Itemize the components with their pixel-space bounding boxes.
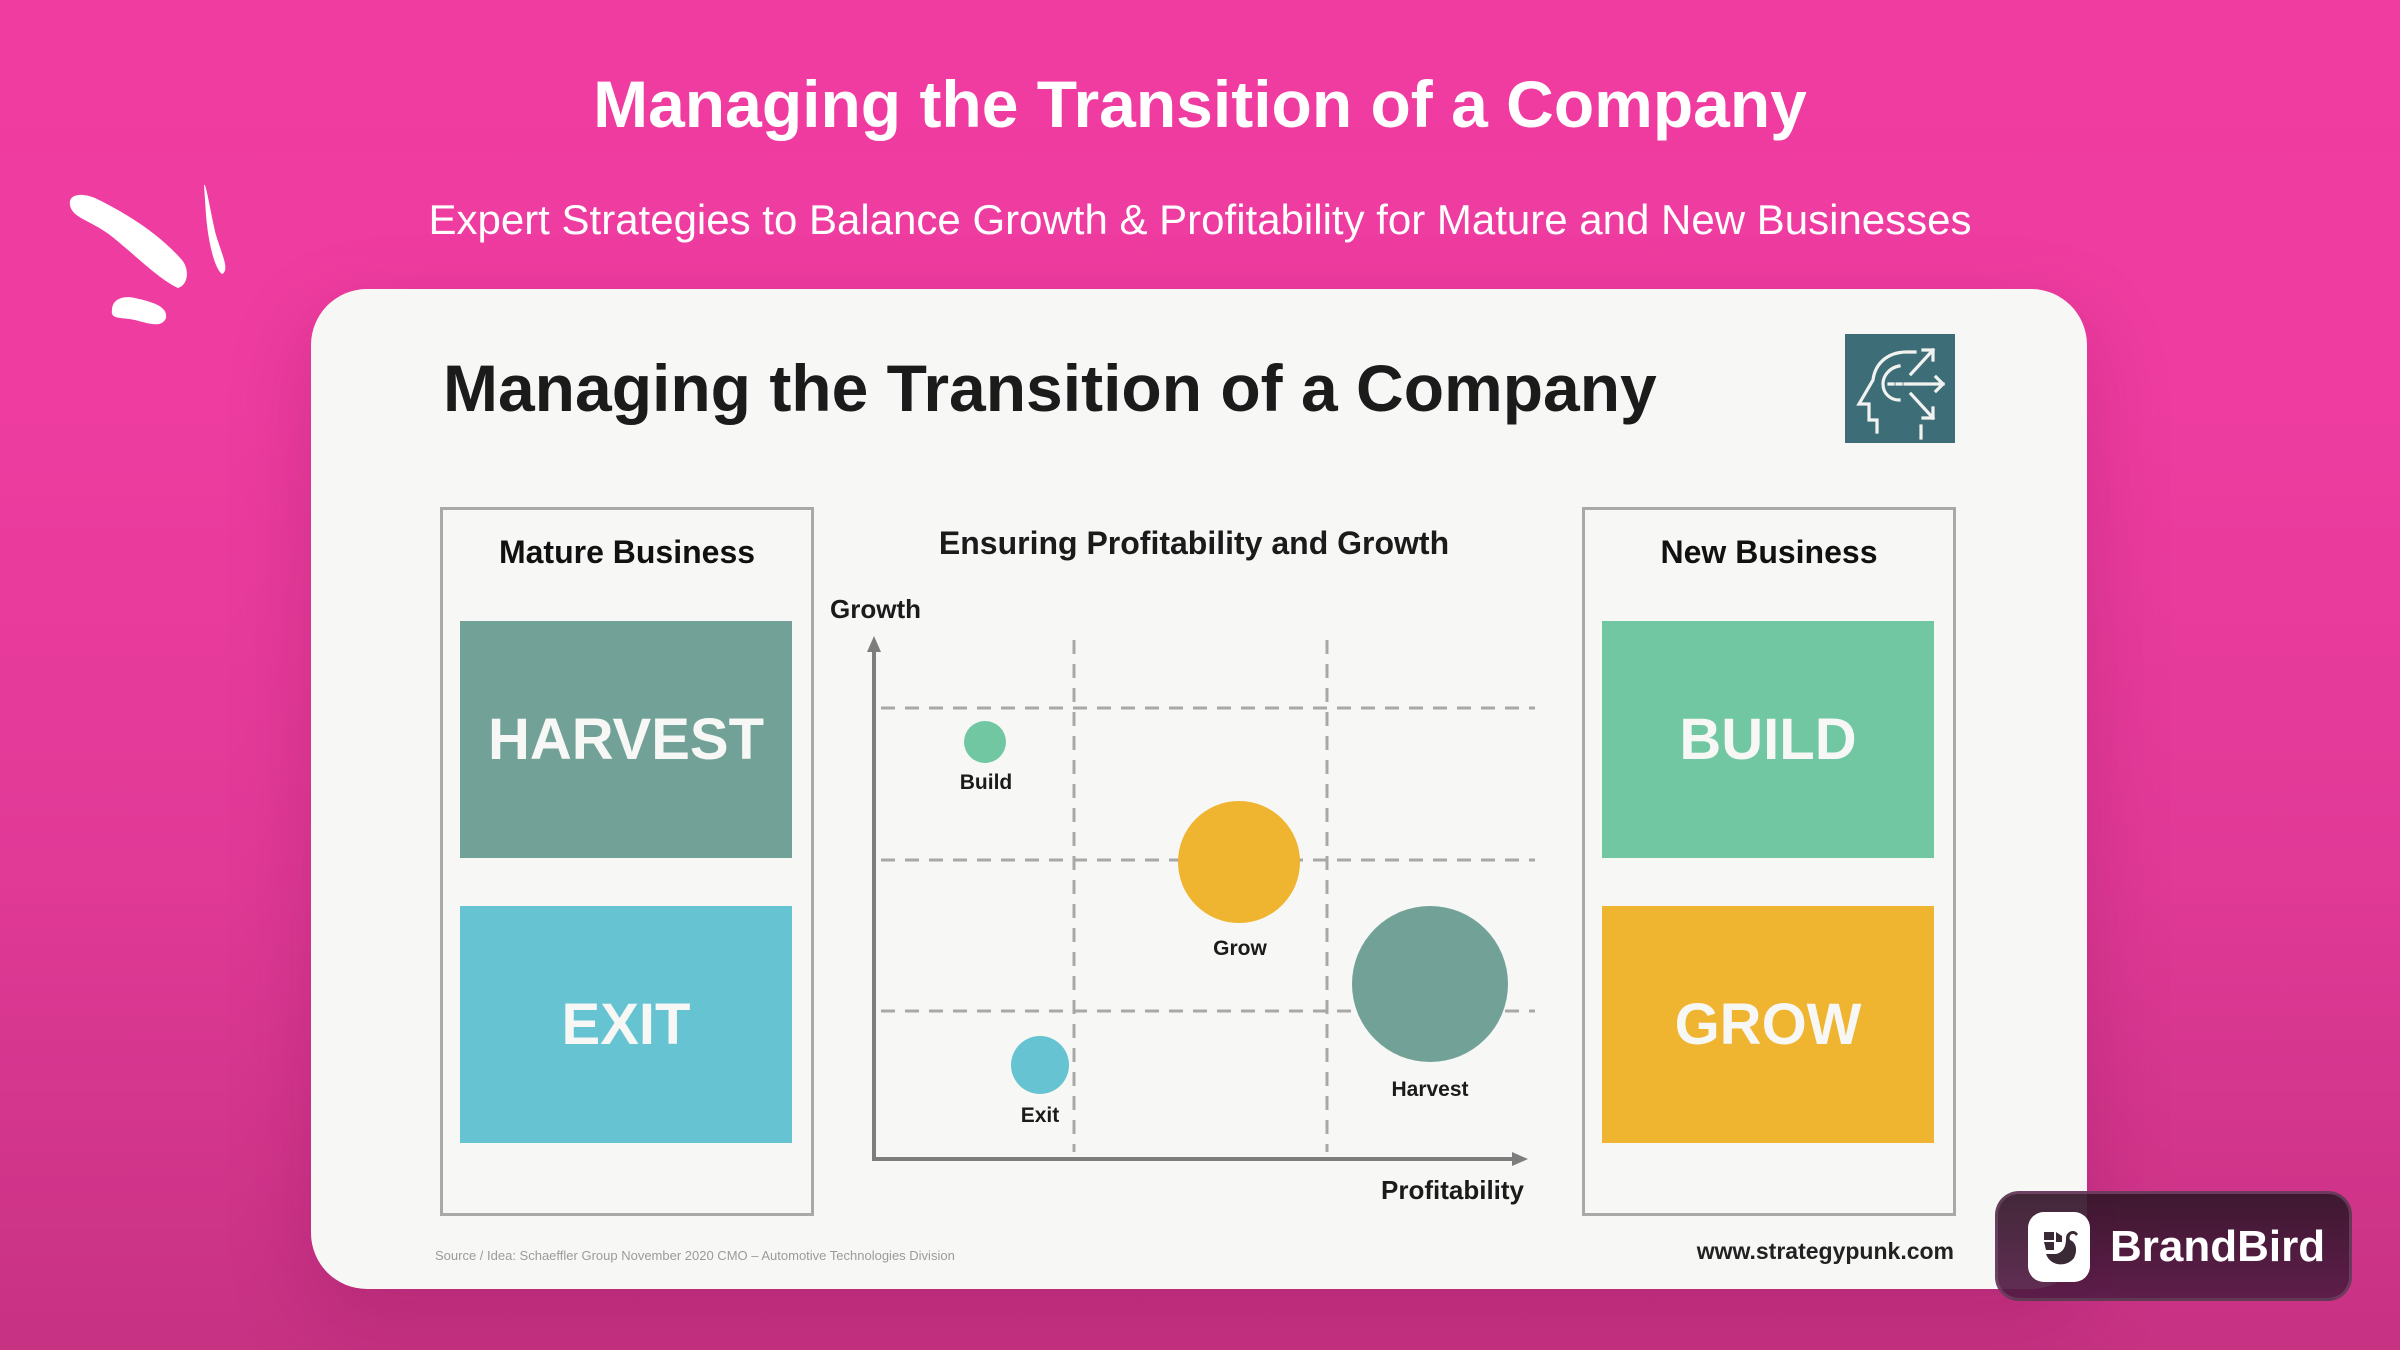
x-axis-label: Profitability bbox=[1381, 1175, 1525, 1205]
brandbird-logo-icon bbox=[2028, 1212, 2090, 1282]
card-title: Managing the Transition of a Company bbox=[443, 351, 1657, 425]
website-link[interactable]: www.strategypunk.com bbox=[1696, 1238, 1954, 1264]
chart-heading: Ensuring Profitability and Growth bbox=[938, 525, 1450, 561]
grow-bubble-label: Grow bbox=[1213, 937, 1267, 960]
harvest-bubble-label: Harvest bbox=[1391, 1078, 1469, 1101]
y-axis-label: Growth bbox=[830, 594, 921, 624]
hero-title: Managing the Transition of a Company bbox=[593, 67, 1807, 141]
grow-tile: GROW bbox=[1602, 906, 1934, 1143]
source-citation: Source / Idea: Schaeffler Group November… bbox=[435, 1248, 955, 1263]
harvest-tile: HARVEST bbox=[460, 621, 792, 858]
exit-bubble-label: Exit bbox=[1020, 1104, 1060, 1127]
head-strategy-arrows-icon bbox=[1845, 334, 1955, 443]
hero-subtitle: Expert Strategies to Balance Growth & Pr… bbox=[428, 196, 1972, 243]
new-business-title: New Business bbox=[1660, 534, 1878, 570]
brandbird-label: BrandBird bbox=[2110, 1222, 2326, 1271]
mature-business-title: Mature Business bbox=[498, 534, 756, 570]
build-tile: BUILD bbox=[1602, 621, 1934, 858]
build-bubble-label: Build bbox=[959, 771, 1013, 794]
exit-tile: EXIT bbox=[460, 906, 792, 1143]
brandbird-badge[interactable]: BrandBird bbox=[1995, 1191, 2352, 1301]
brush-strokes-decoration bbox=[69, 184, 226, 325]
